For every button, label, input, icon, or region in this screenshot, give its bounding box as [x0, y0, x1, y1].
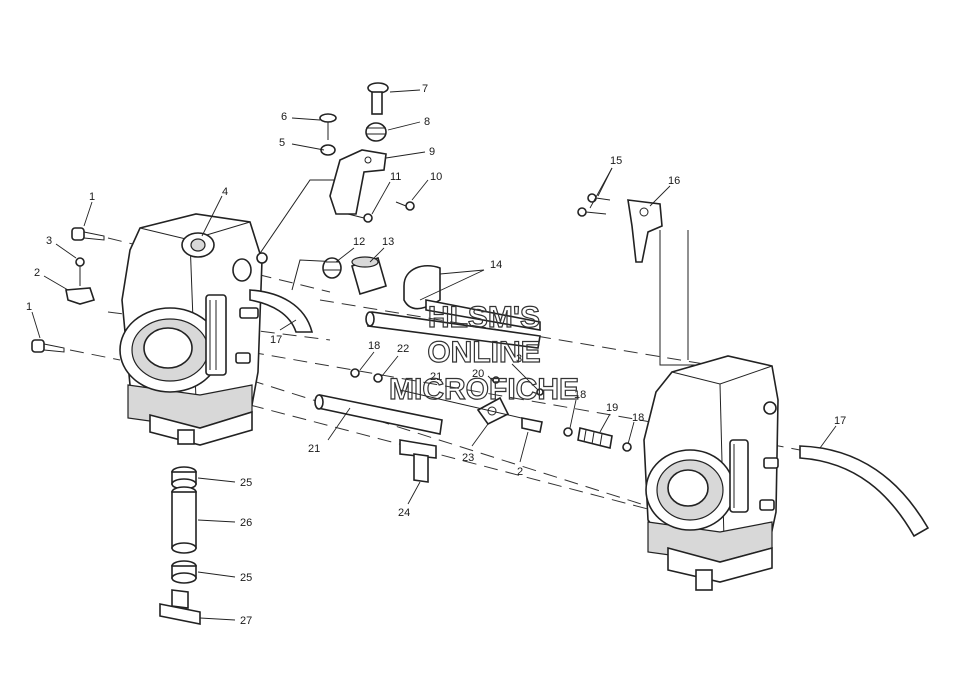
- watermark: HLSM'S ONLINE MICROFICHE: [388, 300, 579, 406]
- callout-18b: 18: [574, 389, 586, 401]
- callout-8: 8: [424, 116, 430, 128]
- callout-16: 16: [668, 175, 680, 187]
- right-carburetor: [643, 355, 779, 591]
- callout-1b: 1: [26, 301, 32, 313]
- left-side-fasteners: [31, 227, 105, 353]
- callout-2b: 2: [517, 466, 523, 478]
- callout-19: 19: [606, 402, 618, 414]
- callout-26: 26: [240, 517, 252, 529]
- callout-17b: 17: [834, 415, 846, 427]
- callout-11: 11: [390, 171, 401, 183]
- callout-22: 22: [397, 343, 409, 355]
- callout-labels: 1 1 2 2 3 3 4 5 6 7 8 9 10 11 12 13 14 1…: [26, 83, 846, 627]
- callout-2a: 2: [34, 267, 40, 279]
- callout-10: 10: [430, 171, 442, 183]
- callout-15: 15: [610, 155, 622, 167]
- callout-3a: 3: [46, 235, 52, 247]
- centre-shaft-components: [314, 311, 632, 483]
- leader-lines: [31, 89, 837, 621]
- callout-7: 7: [422, 83, 428, 95]
- callout-9: 9: [429, 146, 435, 158]
- callout-18c: 18: [632, 412, 644, 424]
- callout-21a: 21: [430, 371, 442, 383]
- callout-3b: 3: [516, 353, 522, 365]
- callout-14: 14: [490, 259, 502, 271]
- callout-18a: 18: [368, 340, 380, 352]
- left-carburetor: [119, 213, 268, 446]
- right-vent-hose: [799, 445, 930, 538]
- callout-12: 12: [353, 236, 365, 248]
- right-bracket-assembly: [577, 193, 663, 263]
- watermark-line-2: ONLINE: [427, 336, 540, 369]
- left-vent-hose: [249, 289, 314, 333]
- callout-27: 27: [240, 615, 252, 627]
- callout-20: 20: [472, 368, 484, 380]
- watermark-line-1: HLSM'S: [428, 301, 540, 334]
- callout-6: 6: [281, 111, 287, 123]
- watermark-line-3: MICROFICHE: [389, 373, 579, 406]
- drain-hose-stack: [159, 466, 201, 625]
- callout-25b: 25: [240, 572, 252, 584]
- callout-13: 13: [382, 236, 394, 248]
- callout-25a: 25: [240, 477, 252, 489]
- callout-24: 24: [398, 507, 410, 519]
- callout-21b: 21: [308, 443, 320, 455]
- throttle-bracket-assembly: [319, 82, 541, 331]
- callout-1a: 1: [89, 191, 95, 203]
- callout-23: 23: [462, 452, 474, 464]
- callout-5: 5: [279, 137, 285, 149]
- callout-17a: 17: [270, 334, 282, 346]
- callout-4: 4: [222, 186, 228, 198]
